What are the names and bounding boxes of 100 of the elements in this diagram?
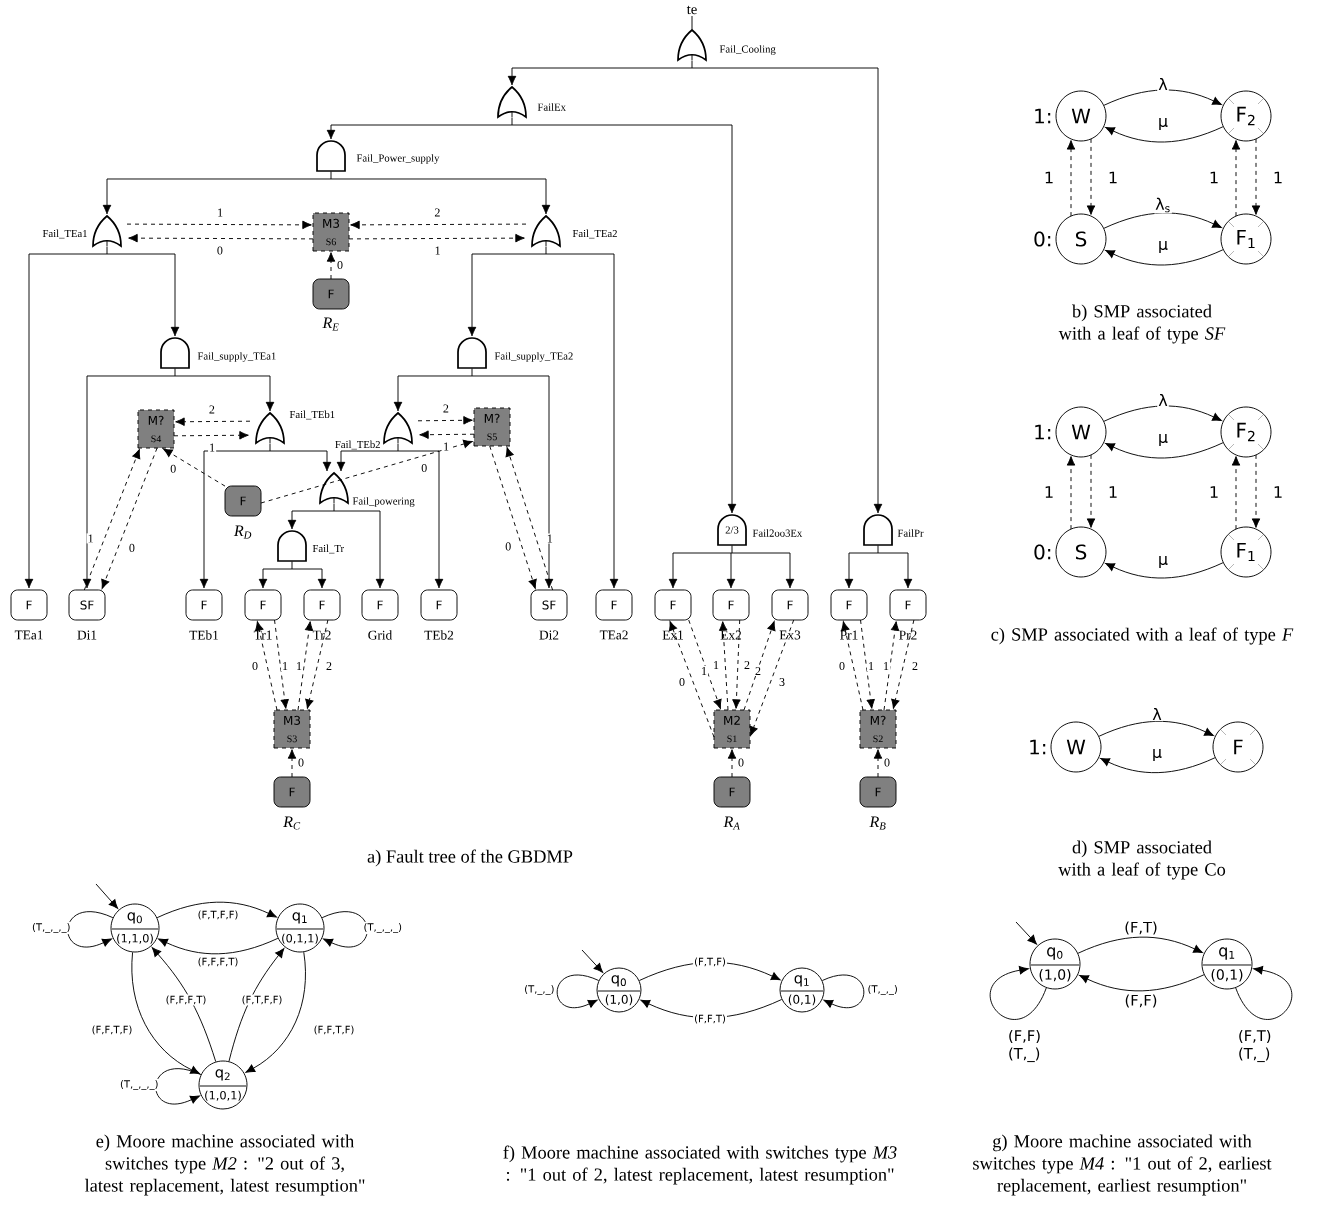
- dashed-arrow: [860, 619, 875, 709]
- switch-box: M3 S3: [273, 709, 311, 749]
- gate-label: Fail_powering: [352, 497, 415, 507]
- leaf-label: Ex2: [720, 630, 741, 640]
- arrow: [158, 937, 279, 955]
- basic-event-box: SF: [68, 589, 106, 621]
- dashed-arrow: [305, 619, 329, 709]
- arrow: [1100, 757, 1216, 774]
- arrow: [609, 253, 619, 589]
- edge-label: 1: [881, 660, 891, 672]
- start-arrow: [95, 883, 119, 909]
- dashed-arrow: [419, 430, 475, 439]
- repair-label: R$_{D}$: [233, 525, 252, 539]
- loop-arrow: [821, 974, 865, 1008]
- edge-label: 3: [777, 676, 787, 688]
- edge-label: 2: [441, 403, 450, 414]
- edge-label: 1: [699, 665, 709, 677]
- gate-label: Fail_TEb1: [289, 410, 335, 420]
- edge-label: μ: [1156, 554, 1170, 570]
- edge-label: (F,T,F,F): [240, 994, 284, 1006]
- arrow: [1103, 89, 1222, 106]
- arrow: [544, 375, 554, 589]
- leaf-label: TEb1: [189, 630, 219, 640]
- edge-label: 1: [1207, 170, 1221, 185]
- dashed-arrow: [505, 447, 554, 591]
- edge-label: 0: [250, 660, 260, 672]
- arrow: [668, 552, 678, 589]
- dashed-arrow: [255, 621, 278, 711]
- dashed-arrow: [1086, 138, 1096, 215]
- arrow: [151, 947, 217, 1063]
- caption: a) Fault tree of the GBDMP: [367, 849, 573, 867]
- repair-box: F: [273, 776, 311, 808]
- level-label: 0:: [1034, 231, 1051, 247]
- connector-line: [340, 443, 440, 452]
- edge-label: (F,F) (T,_): [1006, 1028, 1042, 1064]
- dashed-arrow: [173, 431, 249, 440]
- switch-box: M? S2: [859, 709, 897, 749]
- basic-event-box: F: [303, 589, 341, 621]
- arrow: [287, 510, 297, 530]
- edge-label: 1: [1207, 485, 1221, 499]
- repair-box: F: [713, 776, 751, 808]
- caption: b) SMP associated with a leaf of type SF: [1058, 304, 1226, 344]
- connector-line: [262, 561, 323, 570]
- gate-label: FailPr: [897, 529, 924, 537]
- leaf-label: Di2: [539, 630, 559, 640]
- gate-label: FailEx: [537, 103, 566, 111]
- connector-line: [28, 246, 176, 255]
- edge-label: 1: [442, 441, 451, 452]
- dashed-arrow: [732, 619, 741, 709]
- edge-label: 1: [280, 660, 290, 672]
- connector-line: [397, 368, 550, 377]
- edge-label: (T,_,_,_): [118, 1078, 160, 1092]
- dashed-arrow: [260, 439, 473, 504]
- dashed-arrow: [489, 445, 537, 589]
- edge-label: (F,F,F,T): [164, 994, 208, 1006]
- repair-label: R$_{A}$: [723, 816, 740, 830]
- dashed-arrow: [83, 449, 141, 591]
- repair-box: F: [859, 776, 897, 808]
- basic-event-box: F: [10, 589, 48, 621]
- dashed-arrow: [718, 621, 729, 711]
- connector-line: [291, 503, 381, 512]
- edge-label: (T,_,_,_): [362, 921, 404, 935]
- arrow: [726, 552, 736, 589]
- gate-label: Fail_Tr: [312, 544, 344, 554]
- edge-label: 0: [127, 542, 136, 553]
- loop-arrow: [155, 1068, 202, 1105]
- start-arrow: [581, 949, 604, 973]
- arrow: [1105, 442, 1224, 459]
- level-label: 1:: [1035, 424, 1051, 440]
- edge-label: 1: [545, 533, 554, 544]
- arrow: [785, 552, 795, 589]
- leaf-label: Di1: [77, 630, 97, 640]
- gate-label: Fail_TEa2: [572, 229, 617, 239]
- gate-label: Fail_TEa1: [42, 229, 87, 239]
- arrow: [393, 375, 403, 412]
- connector-line: [672, 545, 791, 554]
- dashed-arrow: [326, 252, 336, 280]
- gate-label: Fail_Cooling: [719, 45, 776, 55]
- edge-label: 2: [753, 665, 763, 677]
- dashed-arrow: [883, 621, 900, 711]
- edge-label: λ: [1157, 392, 1169, 408]
- connector-line: [86, 368, 271, 377]
- basic-event-box: F: [771, 589, 809, 621]
- arrow: [265, 375, 275, 412]
- dashed-arrow: [350, 220, 527, 230]
- edge-label: (F,F,T,F): [90, 1024, 134, 1036]
- arrow: [873, 67, 883, 514]
- loop-arrow: [321, 911, 368, 948]
- arrow: [131, 951, 200, 1075]
- dashed-arrow: [727, 749, 737, 778]
- level-label: 1:: [1030, 739, 1046, 755]
- arrow: [844, 552, 854, 589]
- level-label: 1:: [1035, 108, 1051, 124]
- arrow: [1103, 212, 1222, 229]
- caption: d) SMP associated with a leaf of type Co: [1058, 840, 1226, 880]
- caption: f) Moore machine associated with switches type M3 : "1 out of 2, latest replacement, latest resumption": [503, 1145, 897, 1185]
- dashed-arrow: [1086, 454, 1096, 528]
- edge-label: 1: [433, 245, 442, 256]
- arrow: [1077, 936, 1203, 954]
- caption: c) SMP associated with a leaf of type F: [991, 627, 1294, 645]
